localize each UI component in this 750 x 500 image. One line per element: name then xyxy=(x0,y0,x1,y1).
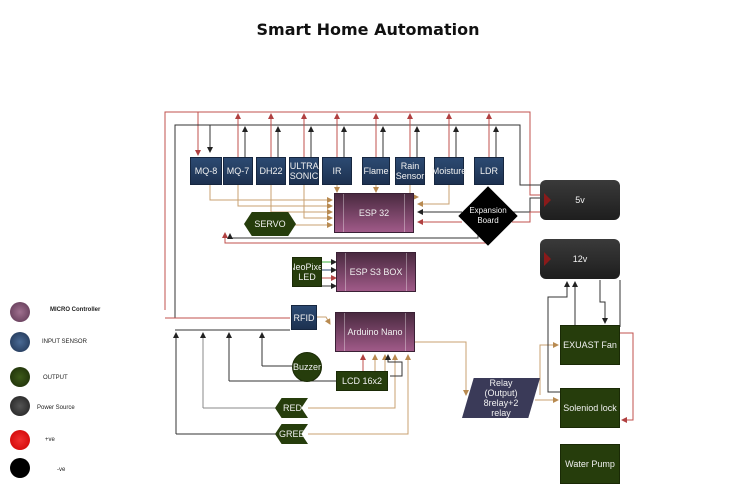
power-12v: 12v xyxy=(540,239,620,279)
relay-module: Relay (Output) 8relay+2 relay xyxy=(462,378,540,418)
esp32-board: ESP 32 xyxy=(334,193,414,233)
servo: SERVO xyxy=(244,212,296,236)
diagram-title: Smart Home Automation xyxy=(256,20,480,39)
legend-dot-positive xyxy=(10,430,30,450)
sensor-ultrasonic: ULTRA SONIC xyxy=(289,157,319,185)
neopixel-led: NeoPixel LED xyxy=(292,257,322,287)
legend-dot-microcontroller xyxy=(10,302,30,322)
power-5v-label: 5v xyxy=(575,195,585,205)
legend-dot-negative xyxy=(10,458,30,478)
legend-label: Power Source xyxy=(37,405,75,411)
rfid-reader: RFID xyxy=(291,305,317,330)
legend-label: -ve xyxy=(57,467,66,473)
lcd-display: LCD 16x2 xyxy=(336,371,388,391)
sensor-rain: Rain Sensor xyxy=(395,157,425,185)
solenoid-lock: Soleniod lock xyxy=(560,388,620,428)
exhaust-fan: EXUAST Fan xyxy=(560,325,620,365)
esp-s3-box: ESP S3 BOX xyxy=(336,252,416,292)
green-led: GREEN xyxy=(275,424,308,444)
legend-label: MICRO Controller xyxy=(50,307,101,313)
legend-dot-output xyxy=(10,367,30,387)
legend-dot-input xyxy=(10,332,30,352)
sensor-dh22: DH22 xyxy=(256,157,286,185)
red-led: RED xyxy=(275,398,308,418)
positive-bus xyxy=(164,111,540,310)
sensor-mq7: MQ-7 xyxy=(223,157,253,185)
play-icon xyxy=(544,252,551,266)
sensor-mq8: MQ-8 xyxy=(190,157,222,185)
sensor-flame: Flame xyxy=(362,157,390,185)
legend-dot-power xyxy=(10,396,30,416)
expansion-board-label: Expansion Board xyxy=(469,206,507,225)
legend-label: +ve xyxy=(45,437,55,443)
negative-bus xyxy=(174,124,540,318)
legend-label: OUTPUT xyxy=(43,375,68,381)
sensor-ir: IR xyxy=(322,157,352,185)
legend-label: INPUT SENSOR xyxy=(42,339,87,345)
water-pump: Water Pump xyxy=(560,444,620,484)
buzzer: Buzzer xyxy=(292,352,322,382)
play-icon xyxy=(544,193,551,207)
arduino-nano: Arduino Nano xyxy=(335,312,415,352)
power-12v-label: 12v xyxy=(572,254,588,264)
sensor-moisture: Moisture xyxy=(432,157,466,185)
power-5v: 5v xyxy=(540,180,620,220)
sensor-ldr: LDR xyxy=(474,157,504,185)
